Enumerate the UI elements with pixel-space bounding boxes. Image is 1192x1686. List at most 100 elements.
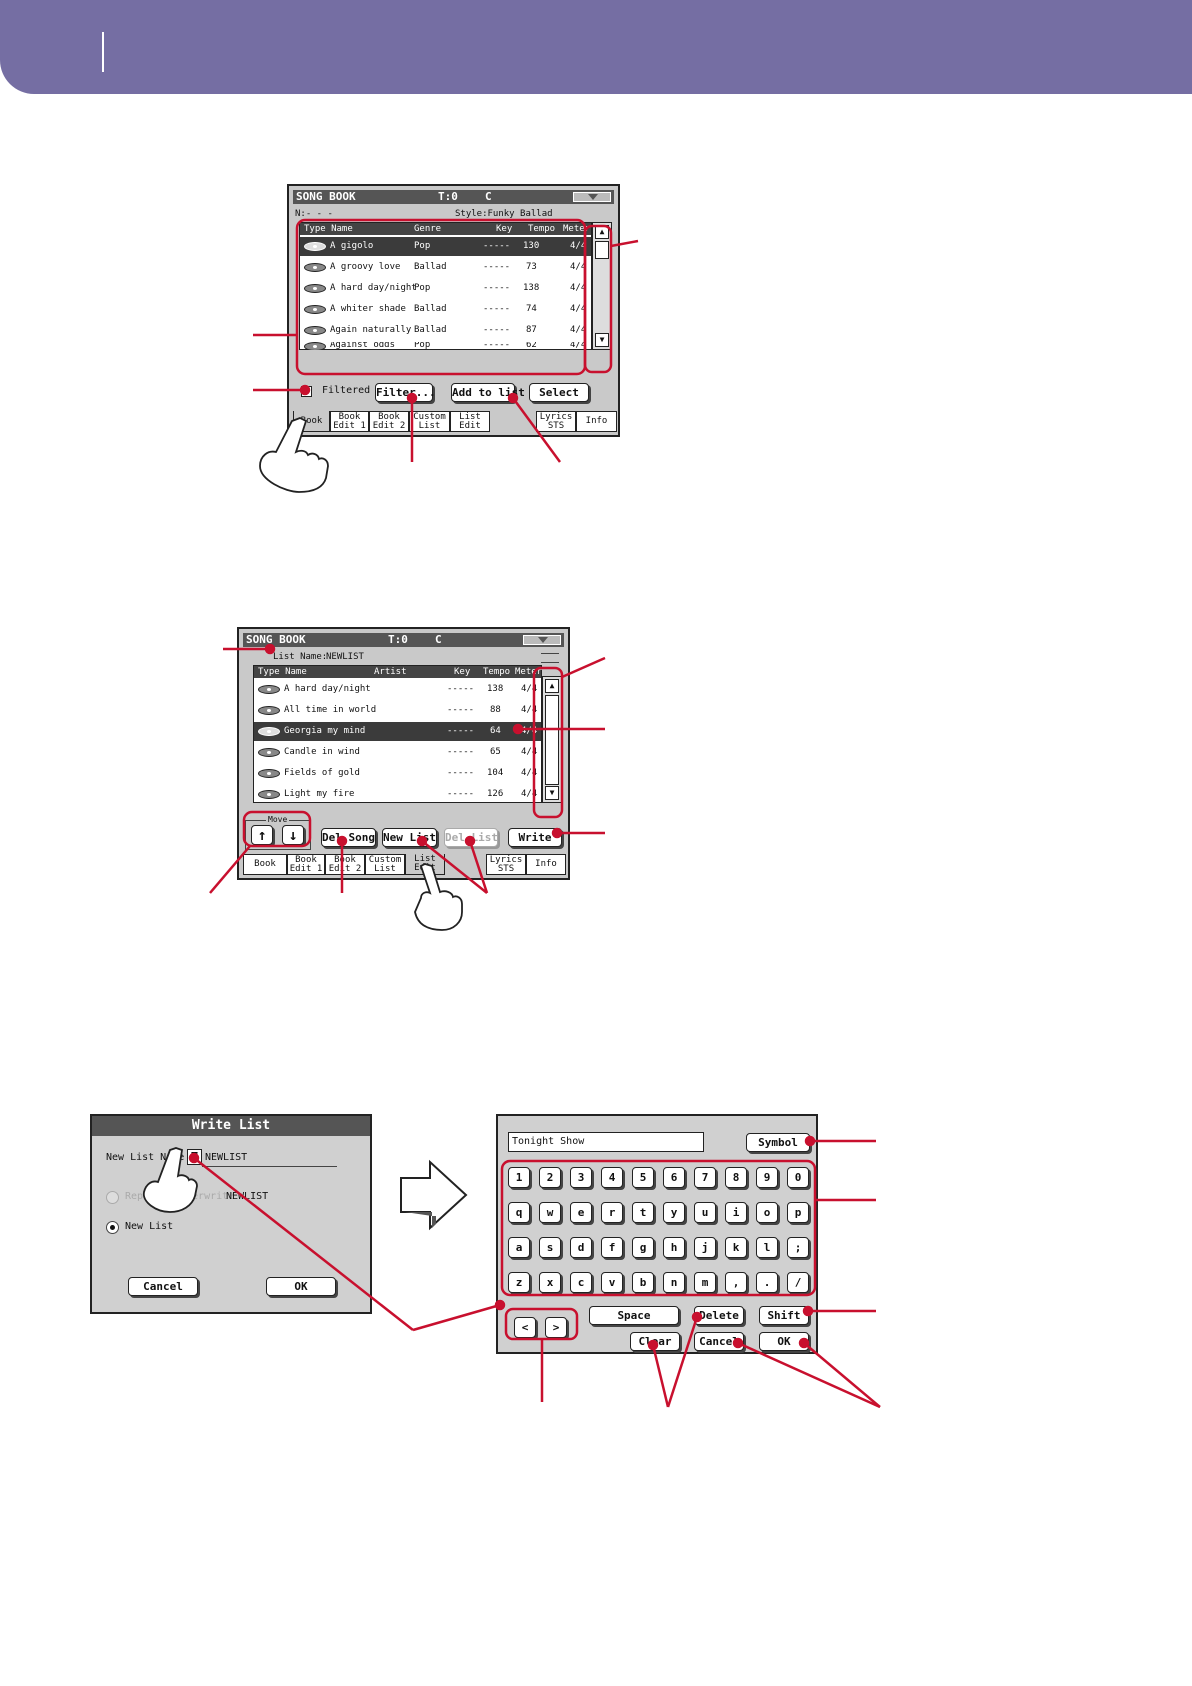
list-item[interactable]: Against odds Pop ----- 62 4/4 xyxy=(300,342,591,350)
list-item[interactable]: A groovy love Ballad ----- 73 4/4 xyxy=(300,258,591,277)
key-37[interactable]: , xyxy=(725,1272,747,1293)
key-5[interactable]: 6 xyxy=(663,1167,685,1188)
key-3[interactable]: 4 xyxy=(601,1167,623,1188)
key-19[interactable]: p xyxy=(787,1202,809,1223)
tab-custom-list[interactable]: Custom List xyxy=(409,411,450,432)
key-22[interactable]: d xyxy=(570,1237,592,1258)
move-down-button[interactable]: ↓ xyxy=(282,825,304,845)
key-23[interactable]: f xyxy=(601,1237,623,1258)
list-item[interactable]: Georgia my mind ----- 64 4/4 xyxy=(254,722,541,741)
list-item[interactable]: Fields of gold ----- 104 4/4 xyxy=(254,764,541,783)
add-to-list-button[interactable]: Add to list xyxy=(451,383,525,402)
song-list-scrollbar[interactable]: ▲ ▼ xyxy=(592,222,612,350)
cancel-button[interactable]: Cancel xyxy=(128,1277,198,1296)
list-item[interactable]: A whiter shade Ballad ----- 74 4/4 xyxy=(300,300,591,319)
key-36[interactable]: m xyxy=(694,1272,716,1293)
tab-book-edit-1[interactable]: Book Edit 1 xyxy=(287,854,325,875)
list-item[interactable]: Again naturally Ballad ----- 87 4/4 xyxy=(300,321,591,340)
tab-book-edit-1[interactable]: Book Edit 1 xyxy=(330,411,369,432)
key-38[interactable]: . xyxy=(756,1272,778,1293)
key-30[interactable]: z xyxy=(508,1272,530,1293)
tab-list-edit[interactable]: List Edit xyxy=(450,411,490,432)
scroll-down-arrow-icon[interactable]: ▼ xyxy=(545,786,559,800)
ok-button[interactable]: OK xyxy=(266,1277,336,1296)
key-32[interactable]: c xyxy=(570,1272,592,1293)
key-39[interactable]: / xyxy=(787,1272,809,1293)
clear-button[interactable]: Clear xyxy=(630,1332,680,1351)
key-0[interactable]: 1 xyxy=(508,1167,530,1188)
scroll-down-arrow-icon[interactable]: ▼ xyxy=(595,333,609,347)
key-14[interactable]: t xyxy=(632,1202,654,1223)
replace-radio[interactable] xyxy=(106,1191,119,1204)
scroll-thumb[interactable] xyxy=(545,695,559,785)
space-button[interactable]: Space xyxy=(589,1306,679,1325)
tab-lyrics-sts[interactable]: Lyrics STS xyxy=(536,411,576,432)
cursor-left-button[interactable]: < xyxy=(514,1317,536,1338)
key-7[interactable]: 8 xyxy=(725,1167,747,1188)
key-25[interactable]: h xyxy=(663,1237,685,1258)
key-20[interactable]: a xyxy=(508,1237,530,1258)
tab-book-edit-2[interactable]: Book Edit 2 xyxy=(369,411,409,432)
delete-button[interactable]: Delete xyxy=(694,1306,744,1325)
scroll-up-arrow-icon[interactable]: ▲ xyxy=(545,679,559,693)
key-27[interactable]: k xyxy=(725,1237,747,1258)
text-input[interactable]: Tonight Show xyxy=(508,1132,704,1152)
page-menu-button[interactable] xyxy=(573,192,611,202)
list-item[interactable]: A gigolo Pop ----- 130 4/4 xyxy=(300,237,591,256)
key-10[interactable]: q xyxy=(508,1202,530,1223)
key-33[interactable]: v xyxy=(601,1272,623,1293)
tab-book-edit-2[interactable]: Book Edit 2 xyxy=(325,854,365,875)
del-song-button[interactable]: Del Song xyxy=(321,828,376,847)
list-item[interactable]: Light my fire ----- 126 4/4 xyxy=(254,785,541,804)
list-item[interactable]: A hard day/night Pop ----- 138 4/4 xyxy=(300,279,591,298)
tab-book[interactable]: Book xyxy=(243,854,287,875)
ok-button[interactable]: OK xyxy=(759,1332,809,1351)
key-15[interactable]: y xyxy=(663,1202,685,1223)
key-9[interactable]: 0 xyxy=(787,1167,809,1188)
symbol-button[interactable]: Symbol xyxy=(746,1133,810,1152)
key-31[interactable]: x xyxy=(539,1272,561,1293)
tab-info[interactable]: Info xyxy=(576,411,617,432)
move-up-button[interactable]: ↑ xyxy=(251,825,273,845)
tab-info[interactable]: Info xyxy=(526,854,566,875)
key-24[interactable]: g xyxy=(632,1237,654,1258)
select-button[interactable]: Select xyxy=(529,383,589,402)
cancel-button[interactable]: Cancel xyxy=(694,1332,744,1351)
scroll-up-arrow-icon[interactable]: ▲ xyxy=(595,225,609,239)
key-16[interactable]: u xyxy=(694,1202,716,1223)
page-menu-button[interactable] xyxy=(523,635,561,645)
new-list-button[interactable]: New List xyxy=(382,828,437,847)
key-17[interactable]: i xyxy=(725,1202,747,1223)
tab-list-edit[interactable]: List Edit xyxy=(405,854,445,875)
scroll-thumb[interactable] xyxy=(595,241,609,259)
key-26[interactable]: j xyxy=(694,1237,716,1258)
key-34[interactable]: b xyxy=(632,1272,654,1293)
del-list-button[interactable]: Del List xyxy=(444,828,498,847)
list-item[interactable]: A hard day/night ----- 138 4/4 xyxy=(254,680,541,699)
song-list[interactable]: Type Name Genre Key Tempo Meter A gigolo… xyxy=(299,222,592,350)
tab-custom-list[interactable]: Custom List xyxy=(365,854,405,875)
list-item[interactable]: All time in world ----- 88 4/4 xyxy=(254,701,541,720)
key-6[interactable]: 7 xyxy=(694,1167,716,1188)
list-item[interactable]: Candle in wind ----- 65 4/4 xyxy=(254,743,541,762)
tab-book[interactable]: Book xyxy=(293,411,330,432)
song-list[interactable]: Type Name Artist Key Tempo Meter A hard … xyxy=(253,665,542,803)
list-name-edit-icon[interactable] xyxy=(541,653,559,663)
key-28[interactable]: l xyxy=(756,1237,778,1258)
key-12[interactable]: e xyxy=(570,1202,592,1223)
key-8[interactable]: 9 xyxy=(756,1167,778,1188)
key-13[interactable]: r xyxy=(601,1202,623,1223)
key-21[interactable]: s xyxy=(539,1237,561,1258)
new-list-radio[interactable] xyxy=(106,1221,119,1234)
write-button[interactable]: Write xyxy=(508,828,562,847)
filtered-checkbox[interactable] xyxy=(301,386,312,397)
song-list-scrollbar[interactable]: ▲ ▼ xyxy=(542,676,562,803)
key-11[interactable]: w xyxy=(539,1202,561,1223)
shift-button[interactable]: Shift xyxy=(759,1306,809,1325)
key-1[interactable]: 2 xyxy=(539,1167,561,1188)
key-2[interactable]: 3 xyxy=(570,1167,592,1188)
text-edit-icon[interactable]: T xyxy=(187,1149,202,1165)
key-4[interactable]: 5 xyxy=(632,1167,654,1188)
cursor-right-button[interactable]: > xyxy=(545,1317,567,1338)
key-35[interactable]: n xyxy=(663,1272,685,1293)
